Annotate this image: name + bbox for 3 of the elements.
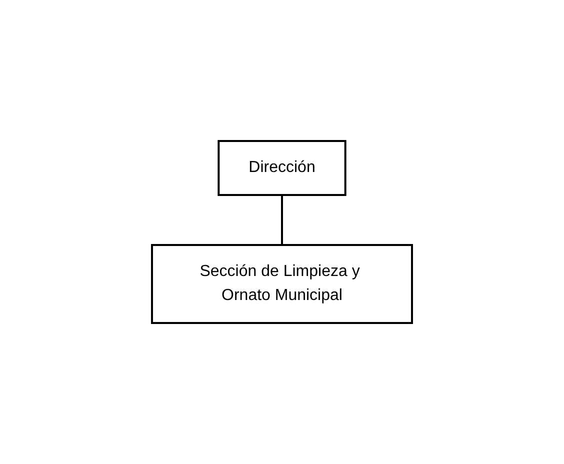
node-box: Dirección: [218, 140, 346, 196]
node-box: Sección de Limpieza y Ornato Municipal: [151, 244, 413, 324]
connector: [281, 194, 283, 246]
